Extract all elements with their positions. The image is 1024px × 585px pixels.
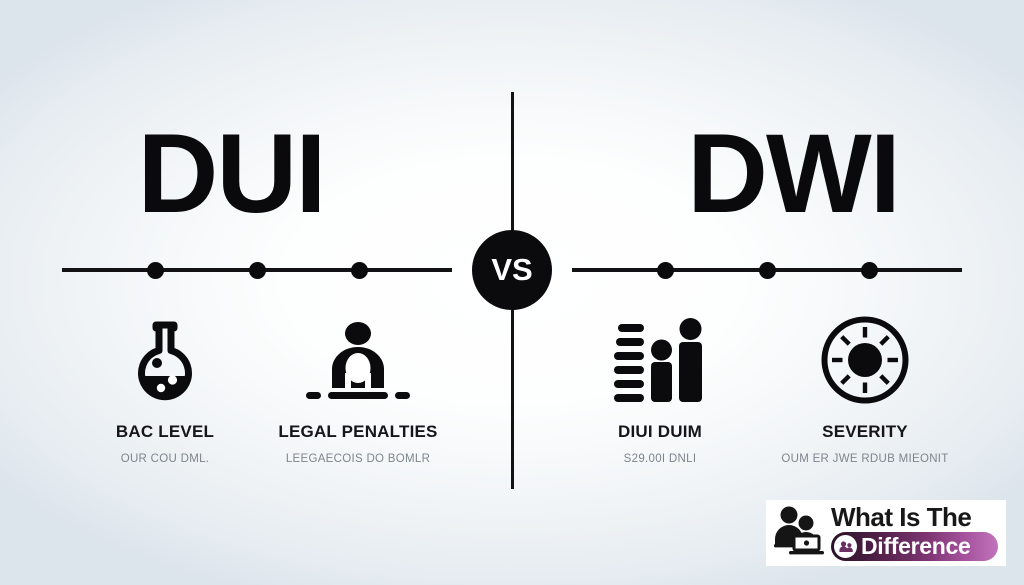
vs-label: VS xyxy=(491,252,533,287)
item-sublabel: OUM ER JWE RDUB MIEONIT xyxy=(781,453,949,465)
vs-badge: VS xyxy=(472,230,552,310)
watermark-line-1: What Is The xyxy=(831,502,972,532)
bar-chart-icon xyxy=(545,312,775,404)
timeline-left xyxy=(62,262,452,279)
item-label: LEGAL PENALTIES xyxy=(278,422,438,441)
people-badge-icon xyxy=(834,535,857,558)
item-label: SEVERITY xyxy=(822,422,908,441)
item-diui-duim: DIUI DUIM S29.00I DNLI xyxy=(545,312,775,465)
watermark-pill: Difference xyxy=(831,532,998,561)
item-bac-level: BAC LEVEL OUR COU DML. xyxy=(50,312,280,465)
timeline-node xyxy=(351,262,368,279)
timeline-node xyxy=(657,262,674,279)
flask-icon xyxy=(50,312,280,404)
watermark-text: What Is The Difference xyxy=(831,502,998,561)
watermark-logo[interactable]: What Is The Difference xyxy=(766,500,1006,566)
item-sublabel: OUR COU DML. xyxy=(120,453,210,465)
right-title: DWI xyxy=(687,111,901,236)
watermark-line-2: Difference xyxy=(861,533,971,559)
center-divider-bottom xyxy=(511,307,514,489)
item-label: BAC LEVEL xyxy=(115,422,215,441)
timeline-node xyxy=(249,262,266,279)
item-sublabel: S29.00I DNLI xyxy=(623,453,697,465)
timeline-node xyxy=(861,262,878,279)
timeline-node xyxy=(147,262,164,279)
item-sublabel: LEEGAECOIS DO BOMLR xyxy=(285,453,431,465)
item-severity: SEVERITY OUM ER JWE RDUB MIEONIT xyxy=(750,312,980,465)
sun-severity-icon xyxy=(750,312,980,404)
timeline-right xyxy=(572,262,962,279)
left-title: DUI xyxy=(137,111,327,236)
item-label: DIUI DUIM xyxy=(618,422,702,441)
timeline-node xyxy=(759,262,776,279)
center-divider-top xyxy=(511,92,514,232)
item-legal-penalties: LEGAL PENALTIES LEEGAECOIS DO BOMLR xyxy=(243,312,473,465)
two-people-laptop-icon xyxy=(773,506,825,561)
judge-person-icon xyxy=(243,312,473,404)
